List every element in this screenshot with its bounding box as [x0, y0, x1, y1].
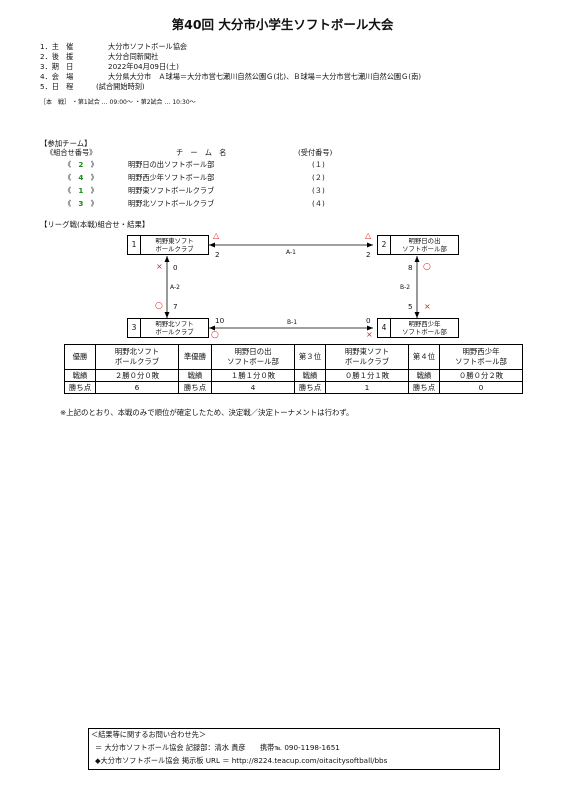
teams-col-name: チ ー ム 名 — [176, 148, 227, 157]
game-label-b1: B-1 — [287, 319, 298, 326]
score-b1-team4: 0 — [366, 316, 371, 325]
page-title: 第40回 大分市小学生ソフトボール大会 — [171, 17, 394, 32]
mark-a1-team1: △ — [213, 231, 220, 240]
team-reg: (３) — [312, 186, 325, 195]
team-reg: (１) — [312, 160, 325, 169]
mark-a1-team2: △ — [365, 231, 372, 240]
score-b2-team4: 5 — [408, 302, 413, 311]
team-name: 明野西少年ソフトボール部 — [128, 173, 215, 182]
team-box-2: 2 明野日の出ソフトボール部 — [377, 235, 459, 255]
bracket-lines — [164, 242, 420, 331]
table-row: 優勝 明野北ソフトボールクラブ 準優勝 明野日の出ソフトボール部 第３位 明野東… — [64, 344, 523, 370]
teams-col-pair: 《組合せ番号》 — [46, 148, 97, 157]
league-heading: 【リーグ戦(本戦)組合せ・結果】 — [40, 220, 150, 229]
mark-b1-team4: × — [366, 330, 373, 339]
team-name: 明野東ソフトボールクラブ — [128, 186, 215, 195]
team-reg: (２) — [312, 173, 325, 182]
teams-heading: 【参加チーム】 — [40, 139, 92, 148]
game-label-b2: B-2 — [400, 284, 411, 291]
team-name: 明野日の出ソフトボール部 — [128, 160, 215, 169]
teams-col-reg: (受付番号) — [298, 148, 333, 157]
list-item: 《 1 》 — [64, 186, 98, 195]
table-row: 勝ち点 6 勝ち点 4 勝ち点 1 勝ち点 0 — [64, 381, 523, 394]
list-item: 《 3 》 — [64, 199, 98, 208]
mark-b2-team4: × — [424, 302, 431, 311]
contact-heading: ＜結果等に関するお問い合わせ先＞ — [91, 730, 207, 739]
schedule-times: ［本 戦］ ・第1試合 … 09:00～ ・第2試合 … 10:30～ — [40, 99, 196, 106]
score-b2-team2: 8 — [408, 263, 413, 272]
contact-box: ＜結果等に関するお問い合わせ先＞ ＝ 大分市ソフトボール協会 記録部：清水 貴彦… — [88, 728, 500, 770]
results-table: 優勝 明野北ソフトボールクラブ 準優勝 明野日の出ソフトボール部 第３位 明野東… — [64, 344, 523, 394]
contact-phone: ＝ 大分市ソフトボール協会 記録部：清水 貴彦 携帯℡ 090-1198-165… — [95, 743, 340, 752]
mark-a2-team3: ○ — [155, 301, 163, 311]
team-box-3: 3 明野北ソフトボールクラブ — [127, 318, 209, 338]
game-label-a2: A-2 — [170, 284, 180, 291]
score-a2-team3: 7 — [173, 302, 178, 311]
contact-bbs-link[interactable]: ◆大分市ソフトボール協会 掲示板 URL ＝ http://8224.teacu… — [95, 756, 388, 765]
score-b1-team3: 10 — [215, 316, 225, 325]
mark-b1-team3: ○ — [211, 330, 219, 340]
table-row: 戦績 ２勝０分０敗 戦績 １勝１分０敗 戦績 ０勝１分１敗 戦績 ０勝０分２敗 — [64, 369, 523, 382]
team-reg: (４) — [312, 199, 325, 208]
score-a1-team1: 2 — [215, 250, 220, 259]
result-note: ※上記のとおり、本戦のみで順位が確定したため、決定戦／決定トーナメントは行わず。 — [60, 408, 354, 417]
team-box-4: 4 明野西少年ソフトボール部 — [377, 318, 459, 338]
mark-b2-team2: ○ — [423, 262, 431, 272]
list-item: 《 4 》 — [64, 173, 98, 182]
mark-a2-team1: × — [156, 262, 163, 271]
game-label-a1: A-1 — [286, 249, 296, 256]
score-a1-team2: 2 — [366, 250, 371, 259]
team-box-1: 1 明野東ソフトボールクラブ — [127, 235, 209, 255]
team-name: 明野北ソフトボールクラブ — [128, 199, 215, 208]
score-a2-team1: 0 — [173, 263, 178, 272]
list-item: 《 2 》 — [64, 160, 98, 169]
